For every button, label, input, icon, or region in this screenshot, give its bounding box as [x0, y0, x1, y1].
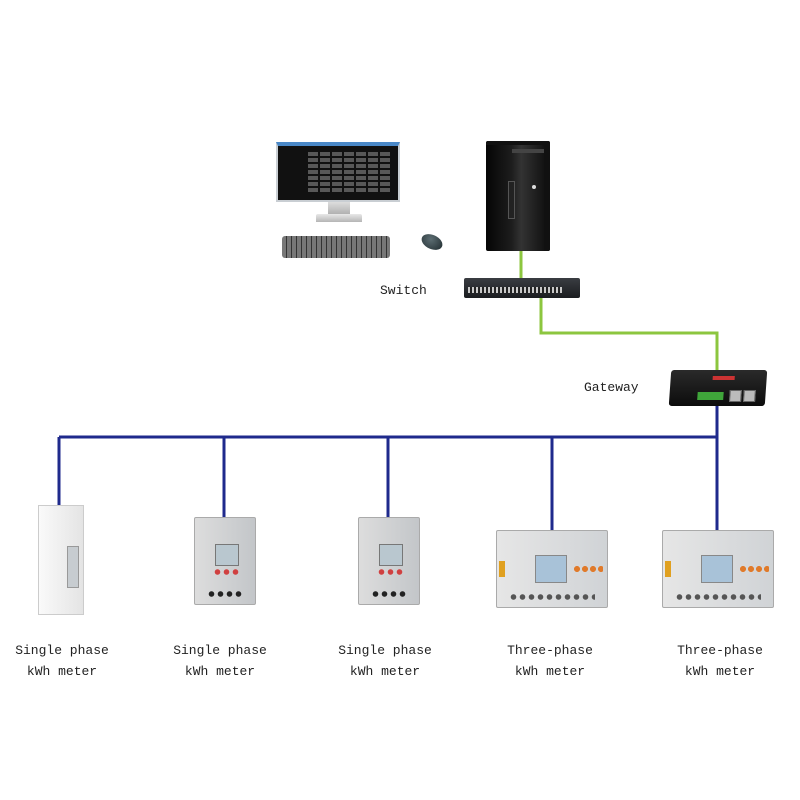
meter-label-line1: Three-phase — [677, 643, 763, 658]
ethernet-link-switch-gateway — [539, 296, 719, 372]
meter-label-4: Three-phase kWh meter — [490, 640, 610, 682]
meter-label-1: Single phase kWh meter — [2, 640, 122, 682]
meter-label-line2: kWh meter — [349, 664, 421, 679]
bus-trunk — [59, 404, 719, 439]
meter-label-line1: Single phase — [338, 643, 432, 658]
keyboard-icon — [282, 236, 390, 258]
meter-label-5: Three-phase kWh meter — [660, 640, 780, 682]
meter-label-line2: kWh meter — [514, 664, 586, 679]
gateway-label: Gateway — [584, 380, 639, 395]
single-phase-meter-icon — [194, 517, 256, 605]
switch-label: Switch — [380, 283, 427, 298]
network-switch-icon — [464, 278, 580, 298]
three-phase-meter-icon — [662, 530, 774, 608]
single-phase-meter-icon — [38, 505, 84, 615]
meter-label-3: Single phase kWh meter — [325, 640, 445, 682]
meter-label-line1: Three-phase — [507, 643, 593, 658]
meter-label-line1: Single phase — [173, 643, 267, 658]
single-phase-meter-icon — [358, 517, 420, 605]
meter-label-line2: kWh meter — [26, 664, 98, 679]
computer-monitor-icon — [276, 142, 400, 202]
three-phase-meter-icon — [496, 530, 608, 608]
meter-label-line2: kWh meter — [184, 664, 256, 679]
monitor-base-icon — [316, 214, 362, 222]
monitor-stand-icon — [328, 202, 350, 216]
meter-label-line1: Single phase — [15, 643, 109, 658]
server-icon — [486, 141, 550, 251]
gateway-icon — [668, 370, 768, 406]
meter-label-2: Single phase kWh meter — [160, 640, 280, 682]
meter-label-line2: kWh meter — [684, 664, 756, 679]
